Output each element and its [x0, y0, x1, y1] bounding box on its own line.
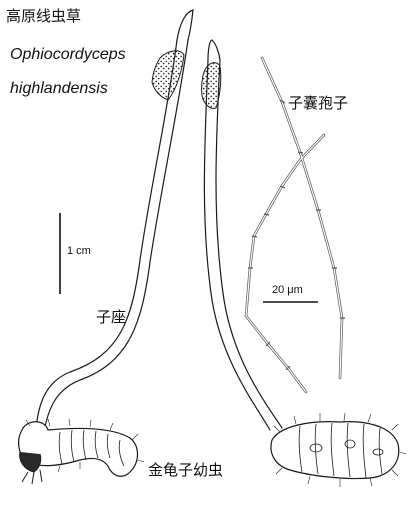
- label-ascospore: 子囊孢子: [288, 94, 349, 112]
- larva-left: [18, 418, 145, 485]
- scale-label-1cm: 1 cm: [67, 245, 91, 257]
- title-chinese: 高原线虫草: [6, 7, 82, 25]
- title-latin-species: highlandensis: [10, 80, 108, 97]
- label-stroma: 子座: [96, 308, 127, 326]
- label-larva: 金龟子幼虫: [148, 461, 224, 479]
- title-latin-genus: Ophiocordyceps: [10, 46, 126, 63]
- stroma-left: [35, 9, 194, 433]
- fertile-part-right: [201, 62, 222, 109]
- larva-right: [270, 412, 407, 487]
- fertile-part-left: [151, 50, 185, 101]
- scale-label-20um: 20 μm: [272, 284, 303, 296]
- ascospore-septa: [248, 99, 345, 371]
- stroma-right: [203, 39, 283, 431]
